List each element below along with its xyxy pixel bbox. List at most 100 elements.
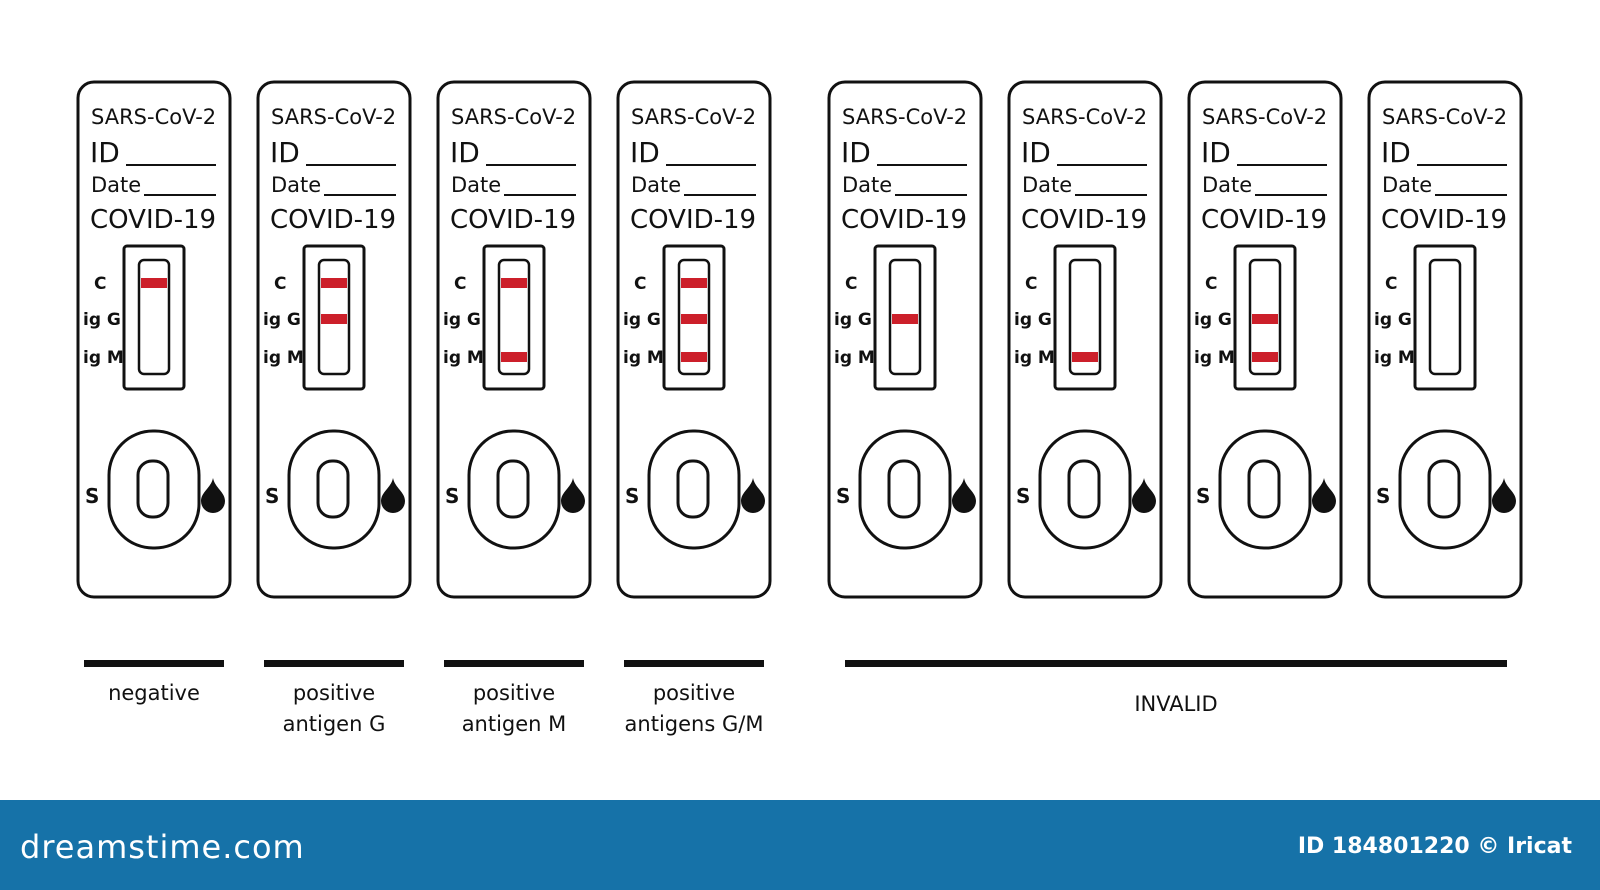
igg-line-label: ig G xyxy=(1374,310,1412,330)
test-name-label: COVID-19 xyxy=(630,205,756,235)
igm-line-label: ig M xyxy=(1194,348,1235,368)
band-C xyxy=(321,278,347,288)
id-label: ID xyxy=(1021,136,1051,169)
control-line-label: C xyxy=(274,274,286,294)
sample-port xyxy=(1247,459,1281,519)
brand-label: SARS-CoV-2 xyxy=(1202,105,1327,129)
sample-label: S xyxy=(1016,484,1030,508)
result-label: antigen G xyxy=(283,712,386,736)
sample-port xyxy=(316,459,350,519)
igg-line-label: ig G xyxy=(834,310,872,330)
band-C xyxy=(141,278,167,288)
control-line-label: C xyxy=(1205,274,1217,294)
result-label: INVALID xyxy=(1134,692,1217,716)
igm-line-label: ig M xyxy=(834,348,875,368)
blood-drop-icon xyxy=(952,478,976,513)
image-credit: ID 184801220 © Iricat xyxy=(1297,834,1572,859)
test-strip xyxy=(497,258,531,376)
sample-port xyxy=(496,459,530,519)
date-label: Date xyxy=(1382,173,1432,197)
result-group-2: positive antigen G xyxy=(264,660,404,736)
brand-label: SARS-CoV-2 xyxy=(1382,105,1507,129)
sample-label: S xyxy=(265,484,279,508)
control-line-label: C xyxy=(845,274,857,294)
group-bracket-bar xyxy=(624,660,764,667)
sample-label: S xyxy=(85,484,99,508)
igg-line-label: ig G xyxy=(83,310,121,330)
band-igM xyxy=(501,352,527,362)
result-label: antigen M xyxy=(462,712,567,736)
control-line-label: C xyxy=(454,274,466,294)
igm-line-label: ig M xyxy=(83,348,124,368)
igg-line-label: ig G xyxy=(1014,310,1052,330)
sample-port xyxy=(676,459,710,519)
sample-label: S xyxy=(445,484,459,508)
brand-label: SARS-CoV-2 xyxy=(1022,105,1147,129)
band-igG xyxy=(892,314,918,324)
blood-drop-icon xyxy=(201,478,225,513)
blood-drop-icon xyxy=(1132,478,1156,513)
igg-line-label: ig G xyxy=(263,310,301,330)
control-line-label: C xyxy=(1385,274,1397,294)
band-igM xyxy=(1252,352,1278,362)
test-name-label: COVID-19 xyxy=(841,205,967,235)
result-label: antigens G/M xyxy=(625,712,764,736)
stock-footer-bar: dreamstime.com ID 184801220 © Iricat xyxy=(0,800,1600,890)
sample-port xyxy=(887,459,921,519)
date-label: Date xyxy=(91,173,141,197)
igm-line-label: ig M xyxy=(1014,348,1055,368)
id-label: ID xyxy=(450,136,480,169)
date-label: Date xyxy=(1202,173,1252,197)
result-group-1: negative xyxy=(84,660,224,705)
id-label: ID xyxy=(1201,136,1231,169)
group-bracket-bar xyxy=(845,660,1507,667)
band-igG xyxy=(681,314,707,324)
igm-line-label: ig M xyxy=(1374,348,1415,368)
test-name-label: COVID-19 xyxy=(1201,205,1327,235)
sample-label: S xyxy=(1196,484,1210,508)
brand-label: SARS-CoV-2 xyxy=(631,105,756,129)
result-label: positive xyxy=(293,681,375,705)
test-name-label: COVID-19 xyxy=(90,205,216,235)
test-strip xyxy=(1428,258,1462,376)
blood-drop-icon xyxy=(1492,478,1516,513)
result-label: negative xyxy=(108,681,200,705)
date-label: Date xyxy=(631,173,681,197)
blood-drop-icon xyxy=(381,478,405,513)
id-label: ID xyxy=(841,136,871,169)
group-bracket-bar xyxy=(444,660,584,667)
result-group-5: INVALID xyxy=(845,660,1507,716)
band-igM xyxy=(681,352,707,362)
id-label: ID xyxy=(270,136,300,169)
brand-label: SARS-CoV-2 xyxy=(451,105,576,129)
band-igG xyxy=(1252,314,1278,324)
date-label: Date xyxy=(1022,173,1072,197)
igm-line-label: ig M xyxy=(623,348,664,368)
group-bracket-bar xyxy=(264,660,404,667)
date-label: Date xyxy=(842,173,892,197)
test-name-label: COVID-19 xyxy=(270,205,396,235)
sample-port xyxy=(1427,459,1461,519)
test-name-label: COVID-19 xyxy=(1381,205,1507,235)
igg-line-label: ig G xyxy=(443,310,481,330)
sample-port xyxy=(136,459,170,519)
brand-label: SARS-CoV-2 xyxy=(91,105,216,129)
brand-label: SARS-CoV-2 xyxy=(842,105,967,129)
sample-label: S xyxy=(625,484,639,508)
sample-port xyxy=(1067,459,1101,519)
result-group-4: positive antigens G/M xyxy=(624,660,764,736)
result-label: positive xyxy=(653,681,735,705)
igg-line-label: ig G xyxy=(1194,310,1232,330)
band-C xyxy=(681,278,707,288)
date-label: Date xyxy=(451,173,501,197)
group-bracket-bar xyxy=(84,660,224,667)
